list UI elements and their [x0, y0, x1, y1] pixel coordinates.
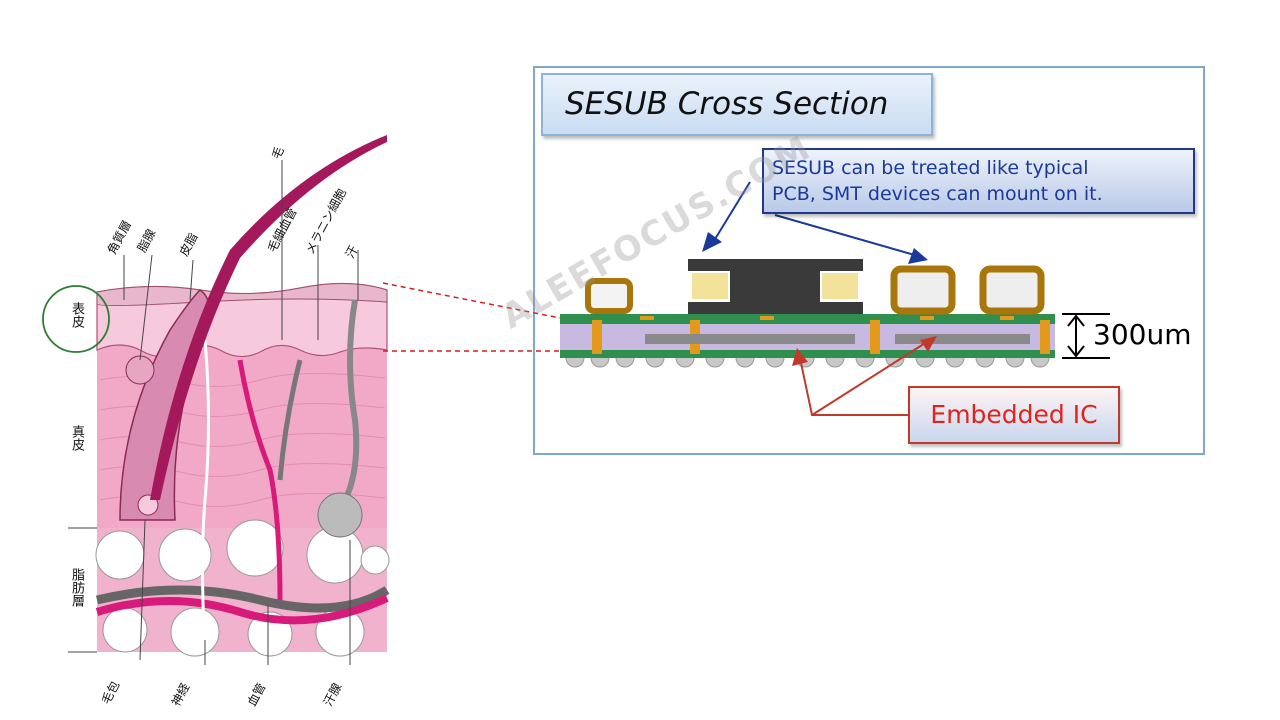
grey-vessel [95, 585, 390, 613]
label-dermis: 真皮 [69, 425, 84, 451]
sweat-duct [342, 299, 360, 502]
sweat-gland-coil [317, 492, 363, 538]
smt-callout: SESUB can be treated like typical PCB, S… [762, 148, 1195, 214]
nerve-path [201, 339, 210, 651]
bottom-label-leaders [139, 519, 351, 665]
smt-callout-line-2: PCB, SMT devices can mount on it. [772, 183, 1103, 205]
capillary-loop [237, 359, 283, 601]
epidermis-highlight-circle [42, 285, 110, 353]
hair-follicle-shape [119, 289, 210, 521]
label-leaders [123, 160, 359, 361]
smt-callout-line-1: SESUB can be treated like typical [772, 157, 1089, 179]
skin-diagram [42, 135, 390, 665]
sebaceous-gland-shape [125, 355, 155, 385]
sesub-title: SESUB Cross Section [541, 73, 933, 136]
label-fat-layer: 脂肪層 [69, 568, 84, 607]
label-epidermis: 表皮 [69, 302, 84, 328]
thickness-label: 300um [1093, 318, 1192, 351]
capillary-grey [277, 359, 303, 481]
embedded-ic-callout: Embedded IC [908, 386, 1120, 444]
stratum-corneum-band [96, 283, 388, 307]
